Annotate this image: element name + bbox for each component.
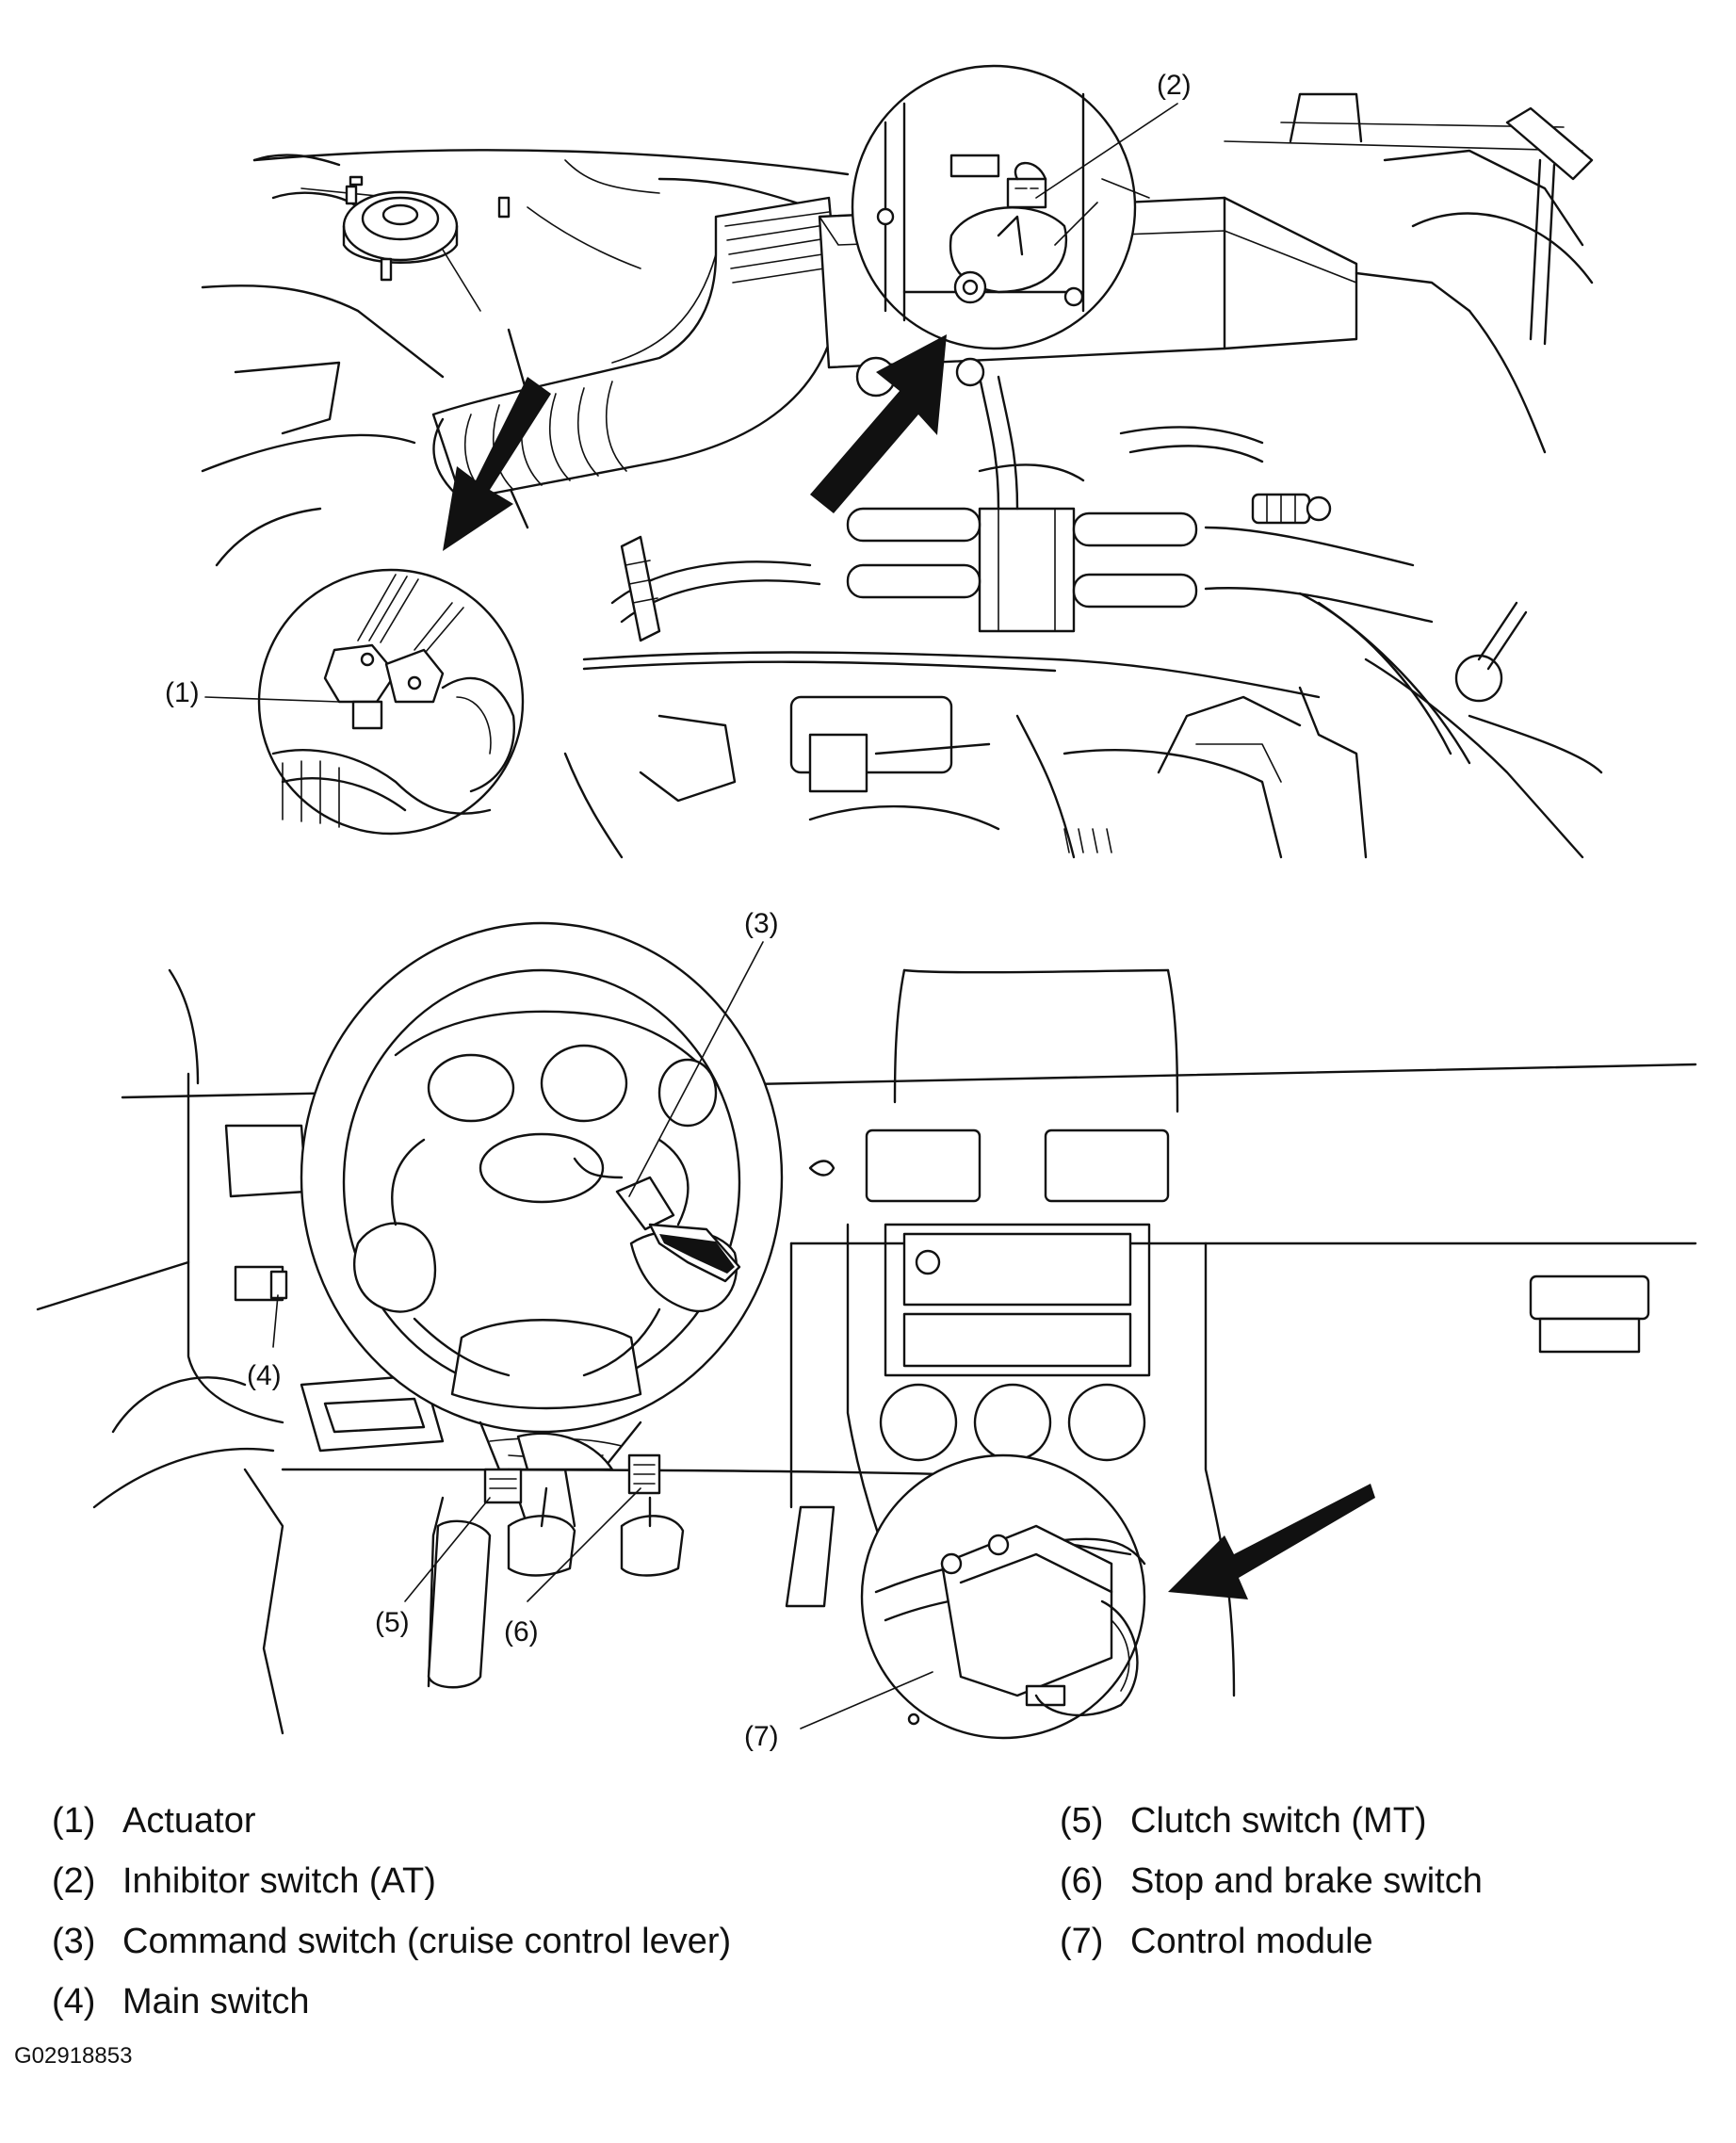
callout-7: (7)	[744, 1721, 779, 1752]
figure-code: G02918853	[14, 2043, 132, 2069]
callout-3: (3)	[744, 908, 779, 939]
legend-num-6: (6)	[1060, 1861, 1103, 1901]
legend-text-1: Actuator	[122, 1801, 256, 1841]
arrow-to-control-module	[1168, 1484, 1375, 1599]
legend-num-3: (3)	[52, 1922, 95, 1961]
arrow-to-inhibitor-switch	[810, 334, 947, 513]
legend-text-4: Main switch	[122, 1982, 310, 2021]
legend-num-5: (5)	[1060, 1801, 1103, 1841]
legend-text-5: Clutch switch (MT)	[1130, 1801, 1427, 1841]
legend-num-1: (1)	[52, 1801, 95, 1841]
legend: (1) Actuator (2) Inhibitor switch (AT) (…	[52, 1801, 1483, 2021]
callout-1: (1)	[165, 677, 200, 708]
ignition-coil-pack	[846, 463, 1434, 633]
dashboard-view	[36, 921, 1697, 1740]
lower-engine	[563, 658, 1584, 859]
legend-text-3: Command switch (cruise control lever)	[122, 1922, 731, 1961]
legend-num-2: (2)	[52, 1861, 95, 1901]
legend-num-7: (7)	[1060, 1922, 1103, 1961]
callout-2: (2)	[1157, 70, 1192, 101]
inhibitor-switch-detail	[851, 64, 1150, 350]
legend-text-6: Stop and brake switch	[1130, 1861, 1483, 1901]
callout-6: (6)	[504, 1616, 539, 1648]
strut-mount	[342, 175, 511, 282]
callout-4: (4)	[247, 1360, 282, 1391]
actuator-detail	[257, 568, 525, 836]
legend-text-7: Control module	[1130, 1922, 1373, 1961]
control-module-detail	[860, 1453, 1146, 1740]
engine-hoses	[582, 356, 1603, 774]
callout-5: (5)	[375, 1607, 410, 1638]
cruise-control-lever	[573, 1157, 741, 1283]
engine-compartment-view	[201, 64, 1603, 859]
glovebox-latch	[1529, 1274, 1650, 1354]
arrow-to-actuator	[443, 377, 551, 551]
pedals	[427, 1432, 836, 1689]
dipstick	[1505, 106, 1594, 346]
steering-wheel	[300, 921, 784, 1434]
left-vents	[224, 1124, 445, 1453]
legend-text-2: Inhibitor switch (AT)	[122, 1861, 436, 1901]
legend-num-4: (4)	[52, 1982, 95, 2021]
center-console	[865, 1128, 1170, 1490]
